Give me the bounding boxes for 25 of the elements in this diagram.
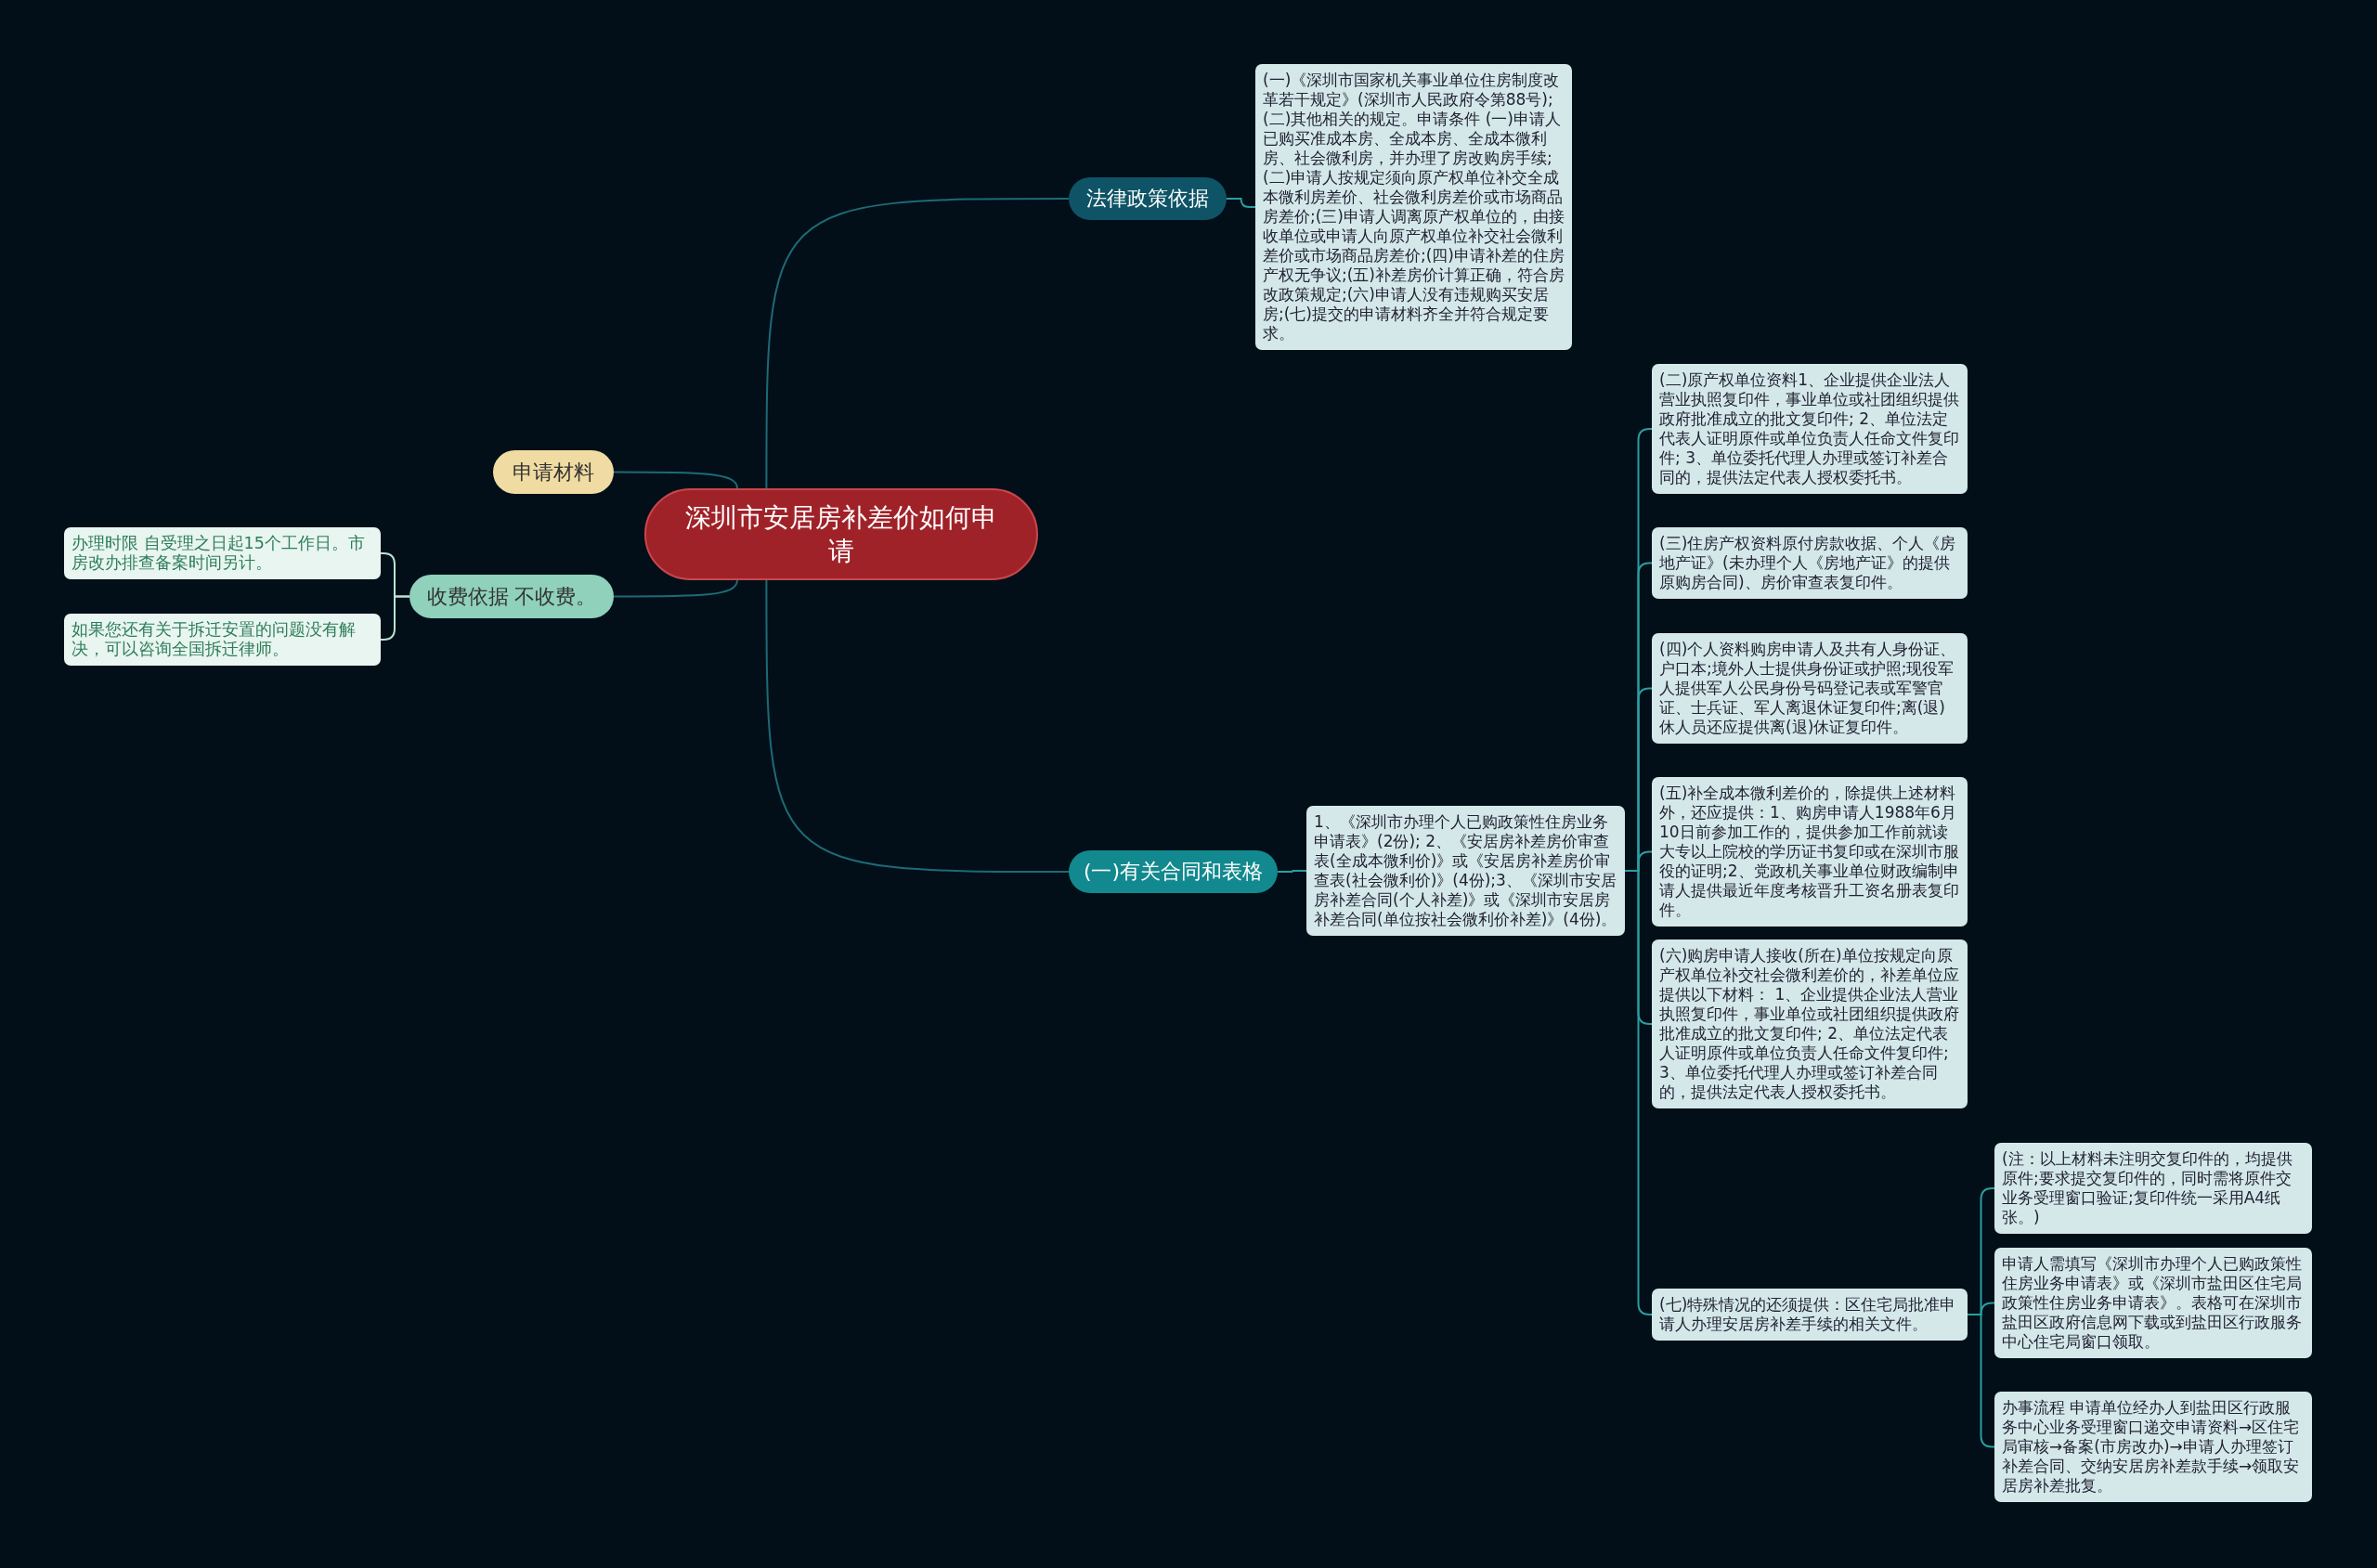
connector-line	[1226, 198, 1256, 208]
connector-line	[613, 471, 738, 489]
connector-line	[1277, 870, 1307, 873]
note-box: (四)个人资料购房申请人及共有人身份证、户口本;境外人士提供身份证或护照;现役军人提供军人公民身份号码登记表或军警官证、士兵证、军人离退休证复印件;离(退)休人员还应提供离(退)休证复印件。	[1652, 633, 1968, 744]
branch-topic: 收费依据 不收费。	[409, 575, 614, 618]
branch-topic: (一)有关合同和表格	[1069, 850, 1278, 893]
note-box: (二)原产权单位资料1、企业提供企业法人营业执照复印件，事业单位或社团组织提供政府批准成立的批文复印件; 2、单位法定代表人证明原件或单位负责人任命文件复印件; 3、单位委托代理人办理或签订补差合同的，提供法定代表人授权委托书。	[1652, 364, 1968, 494]
note-box: (注：以上材料未注明交复印件的，均提供原件;要求提交复印件的，同时需将原件交业务受理窗口验证;复印件统一采用A4纸张。)	[1994, 1143, 2312, 1234]
note-box: 办理时限 自受理之日起15个工作日。市房改办排查备案时间另计。	[64, 527, 381, 579]
connector-line	[380, 595, 410, 641]
connector-line	[765, 198, 1070, 489]
note-box: 申请人需填写《深圳市办理个人已购政策性住房业务申请表》或《深圳市盐田区住宅局政策性住房业务申请表》。表格可在深圳市盐田区政府信息网下载或到盐田区行政服务中心住宅局窗口领取。	[1994, 1248, 2312, 1358]
connector-line	[765, 579, 1070, 873]
note-box: (三)住房产权资料原付房款收据、个人《房地产证》(未办理个人《房地产证》的提供原购房合同)、房价审查表复印件。	[1652, 527, 1968, 599]
note-box: (五)补全成本微利差价的，除提供上述材料外，还应提供：1、购房申请人1988年6月10日前参加工作的，提供参加工作前就读大专以上院校的学历证书复印或在深圳市服役的证明;2、党政机关事业单位财政编制申请人提供最近年度考核晋升工资名册表复印件。	[1652, 777, 1968, 927]
connector-line	[613, 579, 738, 598]
note-box: 如果您还有关于拆迁安置的问题没有解决，可以咨询全国拆迁律师。	[64, 614, 381, 666]
note-box: (一)《深圳市国家机关事业单位住房制度改革若干规定》(深圳市人民政府令第88号);(二)其他相关的规定。申请条件 (一)申请人已购买准成本房、全成本房、全成本微利房、社会微利房，并办理了房改购房手续;(二)申请人按规定须向原产权单位补交全成本微利房差价、社会微利房差价或市场商品房差价;(三)申请人调离原产权单位的，由接收单位或申请人向原产权单位补交社会微利差价或市场商品房差价;(四)申请补差的住房产权无争议;(五)补差房价计算正确，符合房改政策规定;(六)申请人没有违规购买安居房;(七)提交的申请材料齐全并符合规定要求。	[1255, 64, 1572, 350]
branch-topic: 申请材料	[493, 450, 614, 494]
note-box: 1、《深圳市办理个人已购政策性住房业务申请表》(2份); 2、《安居房补差房价审查表(全成本微利价)》或《安居房补差房价审查表(社会微利价)》(4份);3、《深圳市安居房补差合同(个人补差)》或《深圳市安居房补差合同(单位按社会微利价补差)》(4份)。	[1306, 806, 1625, 936]
note-box: 办事流程 申请单位经办人到盐田区行政服务中心业务受理窗口递交申请资料→区住宅局审核→备案(市房改办)→申请人办理签订补差合同、交纳安居房补差款手续→领取安居房补差批复。	[1994, 1392, 2312, 1502]
central-topic: 深圳市安居房补差价如何申请	[644, 488, 1038, 580]
note-box: (六)购房申请人接收(所在)单位按规定向原产权单位补交社会微利差价的，补差单位应提供以下材料： 1、企业提供企业法人营业执照复印件，事业单位或社团组织提供政府批准成立的批文复印件; 2、单位法定代表人证明原件或单位负责人任命文件复印件; 3、单位委托代理人办理或签订补差合同的，提供法定代表人授权委托书。	[1652, 940, 1968, 1108]
branch-topic: 法律政策依据	[1069, 177, 1227, 220]
note-box: (七)特殊情况的还须提供：区住宅局批准申请人办理安居房补差手续的相关文件。	[1652, 1289, 1968, 1341]
